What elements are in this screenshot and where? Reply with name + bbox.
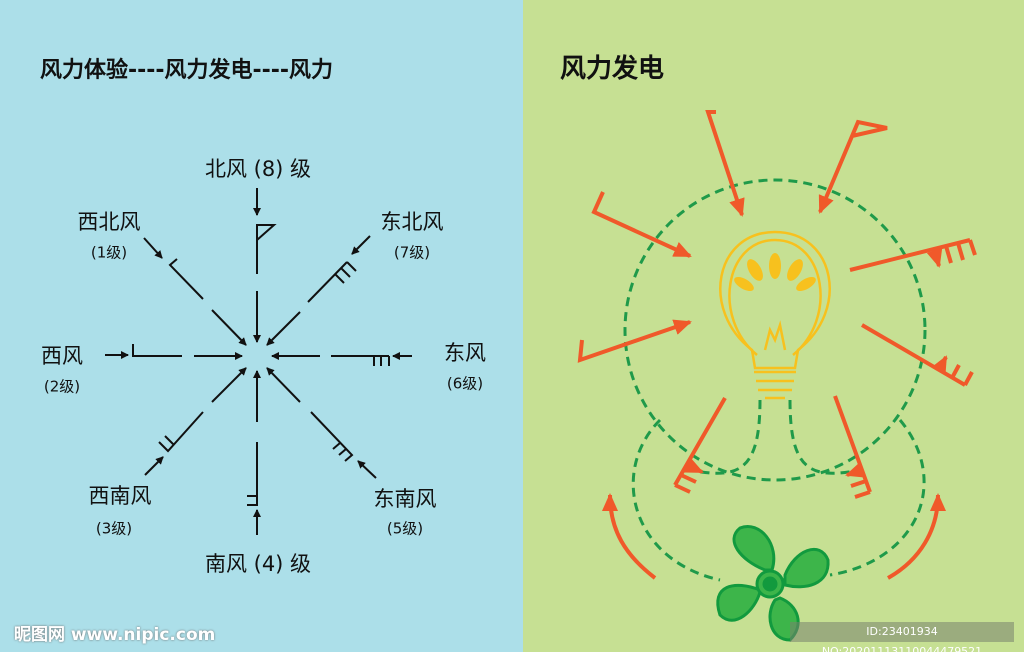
left-title: 风力体验----风力发电----风力 <box>40 58 334 83</box>
wind-power-panel <box>523 0 1024 652</box>
label-northwest: 西北风 <box>77 210 141 234</box>
wind-barbs-left <box>105 188 412 535</box>
watermark-site: 昵图网 www.nipic.com <box>14 625 216 645</box>
southeast-barb <box>310 411 354 462</box>
label-south: 南风 (4) 级 <box>204 552 312 576</box>
level-west: (2级) <box>43 377 81 396</box>
south-barb <box>247 442 258 506</box>
level-southeast: (5级) <box>386 519 424 538</box>
northeast-barb <box>307 261 357 303</box>
wind-direction-panel <box>0 0 523 652</box>
wind-arrows-right <box>577 110 977 580</box>
level-southwest: (3级) <box>95 519 133 538</box>
northwest-barb <box>168 258 204 300</box>
label-east: 东风 <box>444 341 486 365</box>
label-southeast: 东南风 <box>373 487 437 511</box>
level-northwest: (1级) <box>90 243 128 262</box>
east-barb <box>331 355 390 366</box>
west-barb <box>132 344 182 357</box>
right-title: 风力发电 <box>560 54 665 84</box>
watermark-id: ID:23401934 NO:20201113110044479521 <box>790 622 1014 658</box>
label-northeast: 东北风 <box>380 210 444 234</box>
southwest-barb <box>158 411 204 453</box>
light-bulb-icon <box>719 230 831 400</box>
level-northeast: (7级) <box>393 243 431 262</box>
label-north: 北风 (8) 级 <box>204 157 312 181</box>
label-west: 西风 <box>41 344 83 368</box>
level-east: (6级) <box>446 374 484 393</box>
north-barb <box>256 224 277 274</box>
fan-icon <box>716 525 830 642</box>
label-southwest: 西南风 <box>88 484 152 508</box>
